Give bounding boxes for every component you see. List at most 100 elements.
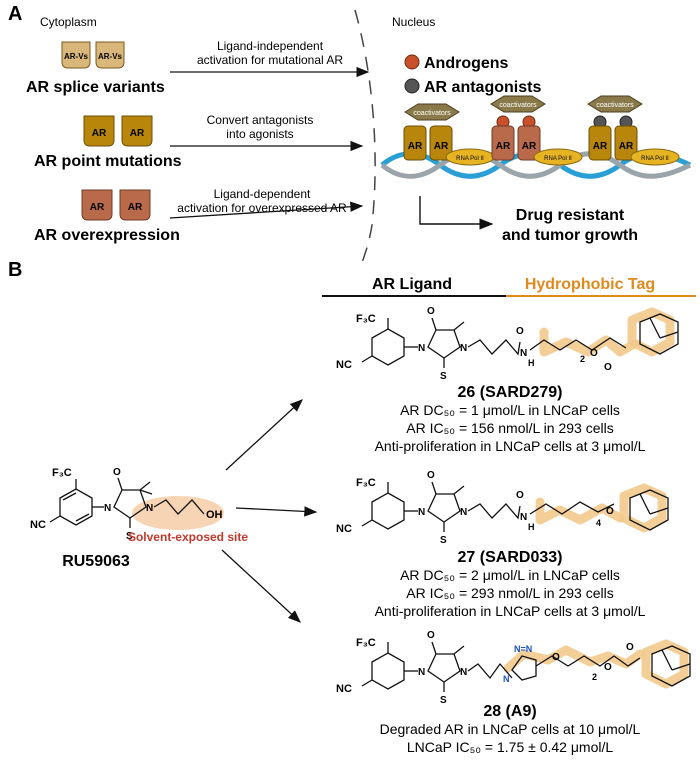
row-point-arrow-line1: Convert antagonists bbox=[207, 113, 314, 127]
outcome-line1: Drug resistant bbox=[516, 207, 625, 224]
compound-28-structure: F₃C NC O N N S N=N N O 2 O O bbox=[336, 630, 691, 706]
row-point-title: AR point mutations bbox=[34, 153, 182, 170]
c28-n1: N bbox=[418, 667, 425, 678]
parent-n2: N bbox=[146, 503, 153, 514]
panel-a-label: A bbox=[8, 3, 22, 25]
antagonist-legend-dot bbox=[404, 78, 420, 94]
c27-cf3: F₃C bbox=[356, 477, 376, 489]
legend-androgens: Androgens bbox=[424, 55, 509, 72]
compound-27-line1: AR DC₅₀ = 2 μmol/L in LNCaP cells bbox=[400, 567, 620, 583]
compound-26-line3: Anti-proliferation in LNCaP cells at 3 μ… bbox=[375, 438, 646, 454]
c28-o1: O bbox=[427, 630, 435, 641]
compound-28-id: 28 (A9) bbox=[483, 703, 536, 720]
compound-26-line2: AR IC₅₀ = 156 nmol/L in 293 cells bbox=[406, 420, 613, 436]
overexpression-receptors: AR AR bbox=[81, 189, 151, 221]
arrow-to-26 bbox=[225, 399, 303, 471]
ar-complex-3: coactivators AR AR RNA Pol II bbox=[587, 95, 680, 166]
cytoplasm-label: Cytoplasm bbox=[40, 15, 97, 29]
splice-variants-receptors: AR-Vs AR-Vs bbox=[61, 41, 125, 69]
complex3-ar-1: AR bbox=[593, 141, 608, 152]
c27-o3: O bbox=[606, 506, 614, 517]
c27-n2: N bbox=[460, 507, 467, 518]
c27-n1: N bbox=[418, 507, 425, 518]
c28-nc: NC bbox=[336, 683, 352, 695]
parent-oh: OH bbox=[206, 509, 223, 521]
c28-o2: O bbox=[552, 652, 560, 663]
solvent-exposed-label: Solvent-exposed site bbox=[128, 530, 248, 544]
row-over-arrow-line2: activation for overexpressed AR bbox=[177, 201, 347, 215]
c26-o3: O bbox=[590, 348, 598, 359]
parent-nc: NC bbox=[30, 519, 46, 531]
over-receptor-text-2: AR bbox=[128, 202, 143, 213]
c26-nc: NC bbox=[336, 359, 352, 371]
androgen-legend-dot bbox=[404, 54, 420, 70]
compound-26-line1: AR DC₅₀ = 1 μmol/L in LNCaP cells bbox=[400, 402, 620, 418]
compound-26-structure: F₃C NC O N N S O N H 2 O O bbox=[336, 306, 679, 382]
row-over-arrow-line1: Ligand-dependent bbox=[214, 187, 311, 201]
coactivators-label-2: coactivators bbox=[499, 102, 537, 109]
c26-o4: O bbox=[604, 362, 612, 373]
c27-o2: O bbox=[516, 490, 524, 501]
rna-pol-label-3: RNA Pol II bbox=[641, 156, 669, 162]
complex1-ar-2: AR bbox=[434, 141, 449, 152]
row-splice-title: AR splice variants bbox=[26, 79, 165, 96]
c27-h: H bbox=[528, 522, 535, 532]
c27-nh: N bbox=[520, 512, 527, 523]
splice-receptor-text-1: AR-Vs bbox=[64, 52, 89, 61]
over-receptor-text-1: AR bbox=[90, 202, 105, 213]
ar-complex-1: coactivators AR AR RNA Pol II bbox=[403, 103, 495, 166]
rna-pol-label-1: RNA Pol II bbox=[456, 156, 484, 162]
point-mutation-receptors: AR AR bbox=[83, 115, 153, 147]
c28-s: S bbox=[440, 695, 447, 706]
compound-28-line2: LNCaP IC₅₀ = 1.75 ± 0.42 μmol/L bbox=[407, 739, 614, 755]
c26-n2: N bbox=[460, 343, 467, 354]
c28-n2: N bbox=[460, 667, 467, 678]
c26-nh: N bbox=[520, 348, 527, 359]
header-hydrophobic-tag: Hydrophobic Tag bbox=[525, 276, 655, 293]
parent-s: S bbox=[126, 531, 133, 542]
c28-o3: O bbox=[604, 662, 612, 673]
coactivators-label-1: coactivators bbox=[413, 110, 451, 117]
compound-26-id: 26 (SARD279) bbox=[458, 384, 563, 401]
c28-sub2: 2 bbox=[592, 672, 597, 682]
complex1-ar-1: AR bbox=[408, 141, 423, 152]
arrow-to-28 bbox=[221, 549, 301, 623]
arrow-to-27 bbox=[235, 506, 318, 517]
compound-27-structure: F₃C NC O N N S O N H 4 O bbox=[336, 470, 669, 546]
c27-o1: O bbox=[427, 470, 435, 481]
c27-s: S bbox=[440, 535, 447, 546]
c28-triazole: N=N bbox=[514, 644, 532, 654]
c28-cf3: F₃C bbox=[356, 637, 376, 649]
header-ar-ligand: AR Ligand bbox=[372, 276, 452, 293]
complex2-ar-2: AR bbox=[522, 141, 537, 152]
c26-o2: O bbox=[516, 326, 524, 337]
nucleus-label: Nucleus bbox=[392, 15, 435, 29]
c26-s: S bbox=[440, 371, 447, 382]
row-splice-arrow-line2: activation for mutational AR bbox=[197, 53, 343, 67]
c28-o4: O bbox=[626, 642, 634, 653]
legend-antagonists: AR antagonists bbox=[424, 79, 541, 96]
parent-o: O bbox=[113, 467, 121, 478]
c26-n1: N bbox=[418, 343, 425, 354]
splice-receptor-text-2: AR-Vs bbox=[98, 52, 123, 61]
outcome-line2: and tumor growth bbox=[502, 227, 638, 244]
complex2-ar-1: AR bbox=[496, 141, 511, 152]
row-over-title: AR overexpression bbox=[34, 227, 180, 244]
compound-27-id: 27 (SARD033) bbox=[458, 549, 563, 566]
c27-nc: NC bbox=[336, 523, 352, 535]
compound-27-line3: Anti-proliferation in LNCaP cells at 3 μ… bbox=[375, 603, 646, 619]
c26-h: H bbox=[528, 358, 535, 368]
compound-27-line2: AR IC₅₀ = 293 nmol/L in 293 cells bbox=[406, 585, 613, 601]
point-receptor-text-2: AR bbox=[130, 128, 145, 139]
c26-cf3: F₃C bbox=[356, 313, 376, 325]
compound-28-line1: Degraded AR in LNCaP cells at 10 μmol/L bbox=[380, 721, 641, 737]
point-receptor-text-1: AR bbox=[92, 128, 107, 139]
row-over-arrow bbox=[169, 201, 364, 219]
complex3-ar-2: AR bbox=[619, 141, 634, 152]
parent-cf3: F₃C bbox=[52, 467, 72, 479]
rna-pol-label-2: RNA Pol II bbox=[544, 156, 572, 162]
ar-complex-2: coactivators AR AR RNA Pol II bbox=[490, 95, 583, 166]
ru59063-structure: F₃C NC O N N S OH bbox=[30, 467, 224, 542]
nuclear-membrane bbox=[354, 9, 376, 271]
